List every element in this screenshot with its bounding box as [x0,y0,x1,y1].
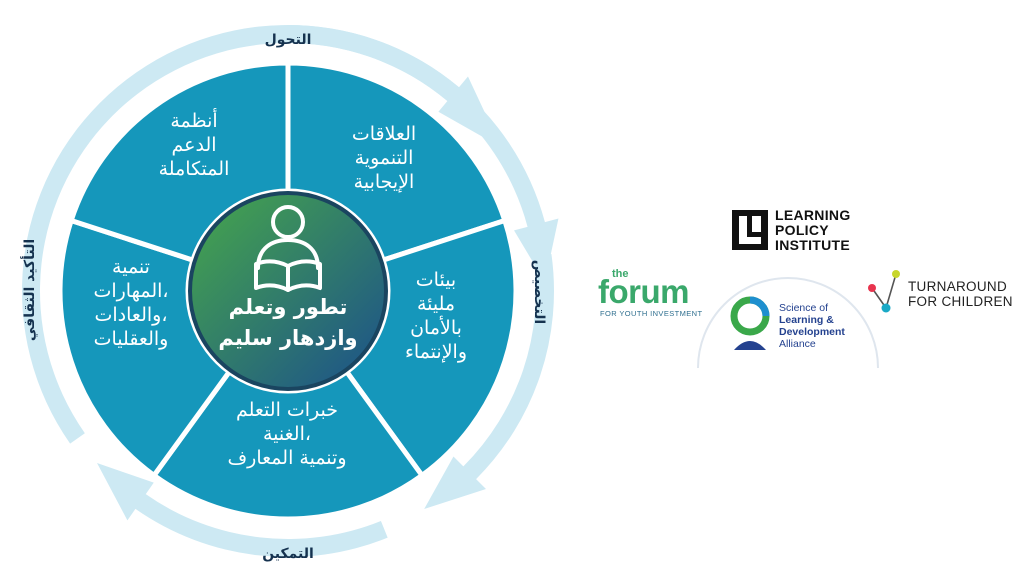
segment-label-experiences-line-3: وتنمية المعارف [227,447,346,469]
segment-label-skills-line-2: المهارات، [93,280,168,302]
segment-label-experiences-line-1: خبرات التعلم [236,399,338,421]
center-label-line-2: وازدهار سليم [218,326,357,350]
center-label-line-1: تطور وتعلم [229,295,348,319]
person-reading-icon [254,205,322,292]
segment-label-relationships-line-1: العلاقات [352,123,416,145]
segment-label-environments-line-2: مليئة [417,293,455,315]
segment-label-skills-line-1: تنمية [112,256,150,278]
segment-label-supports-line-1: أنظمة [170,108,217,132]
segment-label-environments-line-3: بالأمان [410,316,462,339]
ring-arrow-transformation [288,25,559,283]
center-circle: تطور وتعلم وازدهار سليم [188,191,388,391]
segment-label-skills-line-4: والعقليات [94,328,169,350]
segment-label-supports-line-2: الدعم [171,134,216,156]
ring-arrow-specialization [424,253,554,509]
segment-label-supports-line-3: المتكاملة [159,158,230,180]
segment-label-environments-line-4: والإنتماء [405,341,467,363]
ring-arrow-empowerment [97,462,388,557]
ring-label-transformation: التحول [265,32,312,48]
segment-label-experiences-line-2: الغنية، [263,423,311,445]
ring-label-cultural-affirmation: التأكيد الثقافي [20,239,38,341]
ring-label-specialization: التخصيص [531,260,547,324]
ring-label-empowerment: التمكين [262,546,314,562]
outer-ring [22,25,559,557]
segment-label-environments-line-1: بيئات [416,269,456,291]
segment-label-skills-line-3: والعادات، [95,304,168,326]
segment-label-relationships-line-2: التنموية [355,147,414,169]
segment-label-relationships-line-3: الإيجابية [354,171,415,193]
